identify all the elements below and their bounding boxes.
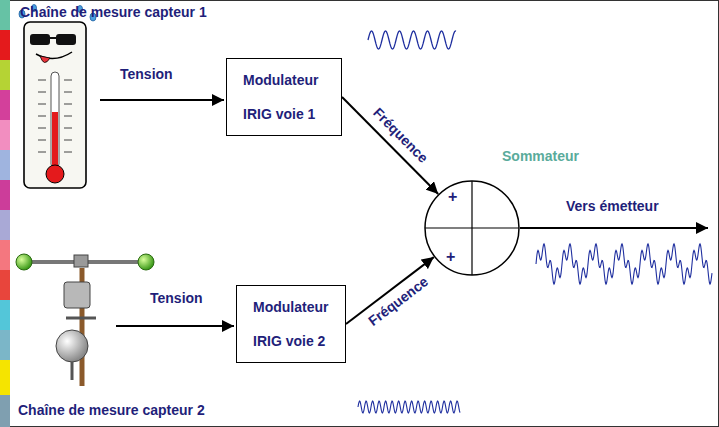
- illustration-part: [0, 360, 10, 395]
- carrier-wave: [358, 401, 460, 413]
- summer-outline: [425, 181, 519, 275]
- illustration-part: [0, 240, 10, 270]
- illustration-part: [38, 80, 46, 81]
- output-arrow: [520, 227, 708, 229]
- illustration-part: [74, 255, 88, 267]
- anemometer-illustration: [16, 254, 154, 386]
- illustration-part: [38, 92, 46, 93]
- box-text: Modulateur IRIG voie 1: [243, 63, 333, 131]
- illustration-part: [38, 152, 46, 153]
- illustration-part: [38, 128, 46, 129]
- illustration-part: [0, 30, 10, 60]
- illustration-part: [38, 80, 72, 152]
- illustration-part: [30, 34, 50, 45]
- illustration-part: [24, 22, 86, 188]
- illustration-part: [52, 112, 58, 170]
- illustration-part: [64, 92, 72, 93]
- waveforms: [358, 31, 712, 413]
- illustration-part: [64, 128, 72, 129]
- illustration-part: [138, 254, 154, 270]
- illustration-part: [0, 270, 10, 300]
- connector-arrow: [342, 97, 438, 194]
- chain-title: Chaîne de mesure capteur 2: [18, 402, 205, 419]
- illustration-part: [0, 330, 10, 360]
- summer-label: Sommateur: [502, 148, 579, 165]
- process-box: Modulateur IRIG voie 2: [236, 285, 346, 363]
- signal-label: Tension: [120, 66, 173, 83]
- illustration-part: [56, 34, 76, 45]
- summer-shape: [424, 180, 520, 276]
- illustration-part: [40, 56, 50, 63]
- illustration-part: [0, 180, 10, 210]
- thermometer-illustration: [19, 5, 96, 189]
- illustration-part: [0, 60, 10, 90]
- illustration-part: [0, 0, 10, 30]
- color-stripe: [0, 0, 10, 427]
- edge-label: Fréquence: [365, 273, 432, 329]
- chain-title: Chaîne de mesure capteur 1: [20, 4, 207, 21]
- illustration-part: [64, 152, 72, 153]
- carrier-wave: [368, 31, 456, 49]
- illustration-part: [71, 362, 74, 380]
- signal-arrow: [100, 99, 224, 101]
- process-box: Modulateur IRIG voie 1: [226, 58, 342, 136]
- illustration-part: [0, 300, 10, 330]
- output-label: Vers émetteur: [566, 198, 659, 215]
- combined-wave: [536, 244, 712, 284]
- illustration-part: [38, 104, 46, 105]
- illustration-part: [0, 210, 10, 240]
- illustration-part: [64, 282, 90, 308]
- illustration-part: [0, 395, 10, 427]
- illustration-part: [38, 140, 46, 141]
- illustration-part: [38, 116, 46, 117]
- illustration-part: [56, 330, 88, 362]
- edge-label: Fréquence: [369, 104, 431, 166]
- illustration-part: [0, 90, 10, 120]
- illustration-part: [66, 317, 96, 320]
- illustration-part: [46, 165, 64, 183]
- illustration-part: [64, 140, 72, 141]
- illustration-part: [64, 116, 72, 117]
- summer-circle: Sommateur++: [424, 180, 520, 276]
- illustration-part: [16, 254, 32, 270]
- illustration-part: [0, 120, 10, 150]
- signal-label: Tension: [150, 290, 203, 307]
- illustration-part: [64, 80, 72, 81]
- sign-label: +: [448, 188, 457, 205]
- illustration-part: [0, 150, 10, 180]
- illustration-part: [64, 104, 72, 105]
- signal-arrow: [116, 325, 234, 327]
- cross-line: [471, 181, 472, 275]
- sign-label: +: [446, 248, 455, 265]
- illustration-part: [50, 37, 56, 39]
- box-text: Modulateur IRIG voie 2: [253, 290, 337, 358]
